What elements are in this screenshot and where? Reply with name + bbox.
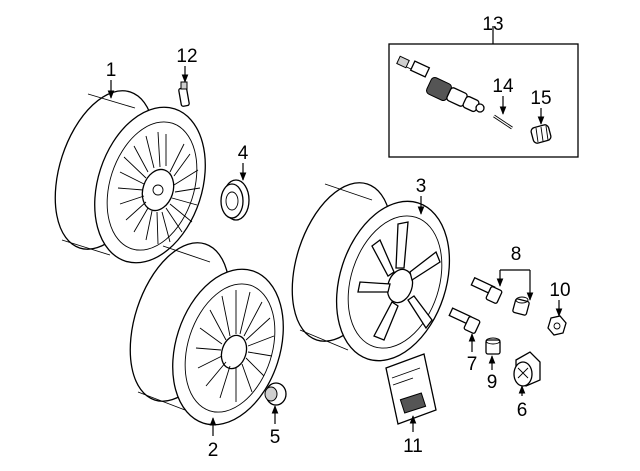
- wheel-3: [291, 182, 451, 362]
- callout-4: 4: [238, 143, 249, 164]
- center-cap-6: [513, 351, 541, 387]
- callout-2: 2: [208, 440, 219, 461]
- callout-6: 6: [517, 400, 528, 421]
- callout-7: 7: [467, 354, 478, 375]
- center-cap-5: [264, 382, 287, 406]
- leader-lines: [107, 26, 563, 436]
- valve-core-14: [493, 114, 513, 130]
- tpms-kit-box-13: [388, 43, 579, 158]
- wheel-1: [54, 90, 206, 264]
- tpms-sensor: [396, 55, 485, 113]
- callout-14: 14: [492, 76, 514, 97]
- callout-11: 11: [403, 436, 423, 457]
- callout-10: 10: [549, 280, 570, 301]
- lug-nut-8: [512, 296, 530, 316]
- bolt-7: [448, 307, 481, 334]
- center-cap-4: [220, 179, 250, 221]
- wheel-2: [129, 242, 284, 426]
- lug-bolt-8: [470, 276, 503, 304]
- nut-9: [485, 337, 501, 355]
- callout-1: 1: [106, 60, 117, 81]
- valve-stem-12: [178, 81, 190, 107]
- callout-8: 8: [511, 244, 522, 265]
- callout-13: 13: [482, 14, 503, 35]
- nut-10: [547, 315, 567, 336]
- valve-cap-15: [530, 124, 552, 144]
- callout-3: 3: [416, 176, 427, 197]
- label-package-11: [385, 353, 437, 425]
- callout-15: 15: [530, 88, 551, 109]
- callout-12: 12: [176, 46, 197, 67]
- callout-9: 9: [487, 372, 498, 393]
- callout-5: 5: [270, 427, 281, 448]
